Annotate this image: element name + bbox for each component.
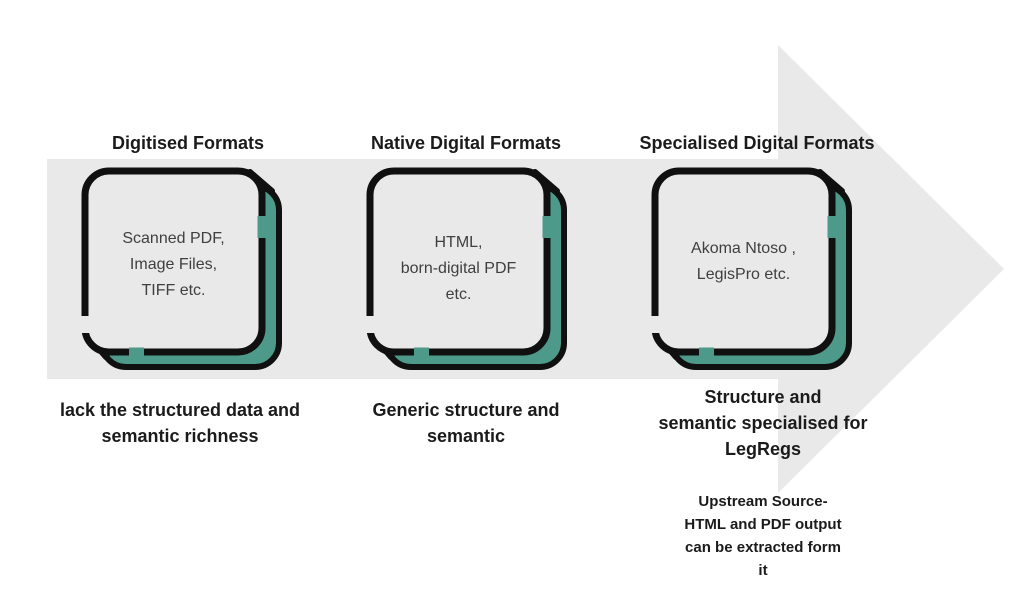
format-card-icon <box>80 167 282 370</box>
caption-specialised: Structure and semantic specialised for L… <box>623 384 903 462</box>
box-text-line: Image Files, <box>129 255 218 273</box>
note-line: Upstream Source- <box>698 493 828 510</box>
caption-line: Generic structure and <box>372 400 560 420</box>
box-text-line: HTML, <box>434 233 483 251</box>
note-upstream-source: Upstream Source- HTML and PDF output can… <box>653 490 873 582</box>
box-text-specialised: Akoma Ntoso , LegisPro etc. <box>655 171 832 352</box>
box-text-line: TIFF etc. <box>141 281 206 299</box>
box-text-line: LegisPro etc. <box>696 265 791 283</box>
box-text-line: etc. <box>445 285 472 303</box>
format-card-icon <box>365 167 567 370</box>
caption-line: semantic specialised for <box>658 413 868 433</box>
note-line: it <box>758 562 768 579</box>
column-header-digitised: Digitised Formats <box>111 133 265 153</box>
box-text-digitised: Scanned PDF, Image Files, TIFF etc. <box>85 171 262 352</box>
caption-line: Structure and <box>704 387 822 407</box>
caption-line: semantic richness <box>101 426 259 446</box>
column-header-native: Native Digital Formats <box>370 133 562 153</box>
caption-native: Generic structure and semantic <box>326 397 606 449</box>
box-text-line: Akoma Ntoso , <box>691 239 796 257</box>
caption-line: lack the structured data and <box>59 400 301 420</box>
note-line: HTML and PDF output <box>684 516 842 533</box>
note-line: can be extracted form <box>685 539 841 556</box>
box-text-line: born-digital PDF <box>400 259 517 277</box>
caption-line: LegRegs <box>724 439 802 459</box>
box-text-line: Scanned PDF, <box>122 229 225 247</box>
box-text-native: HTML, born-digital PDF etc. <box>370 171 547 352</box>
caption-digitised: lack the structured data and semantic ri… <box>40 397 320 449</box>
column-header-specialised: Specialised Digital Formats <box>639 133 875 153</box>
caption-line: semantic <box>426 426 506 446</box>
format-card-icon <box>650 167 852 370</box>
